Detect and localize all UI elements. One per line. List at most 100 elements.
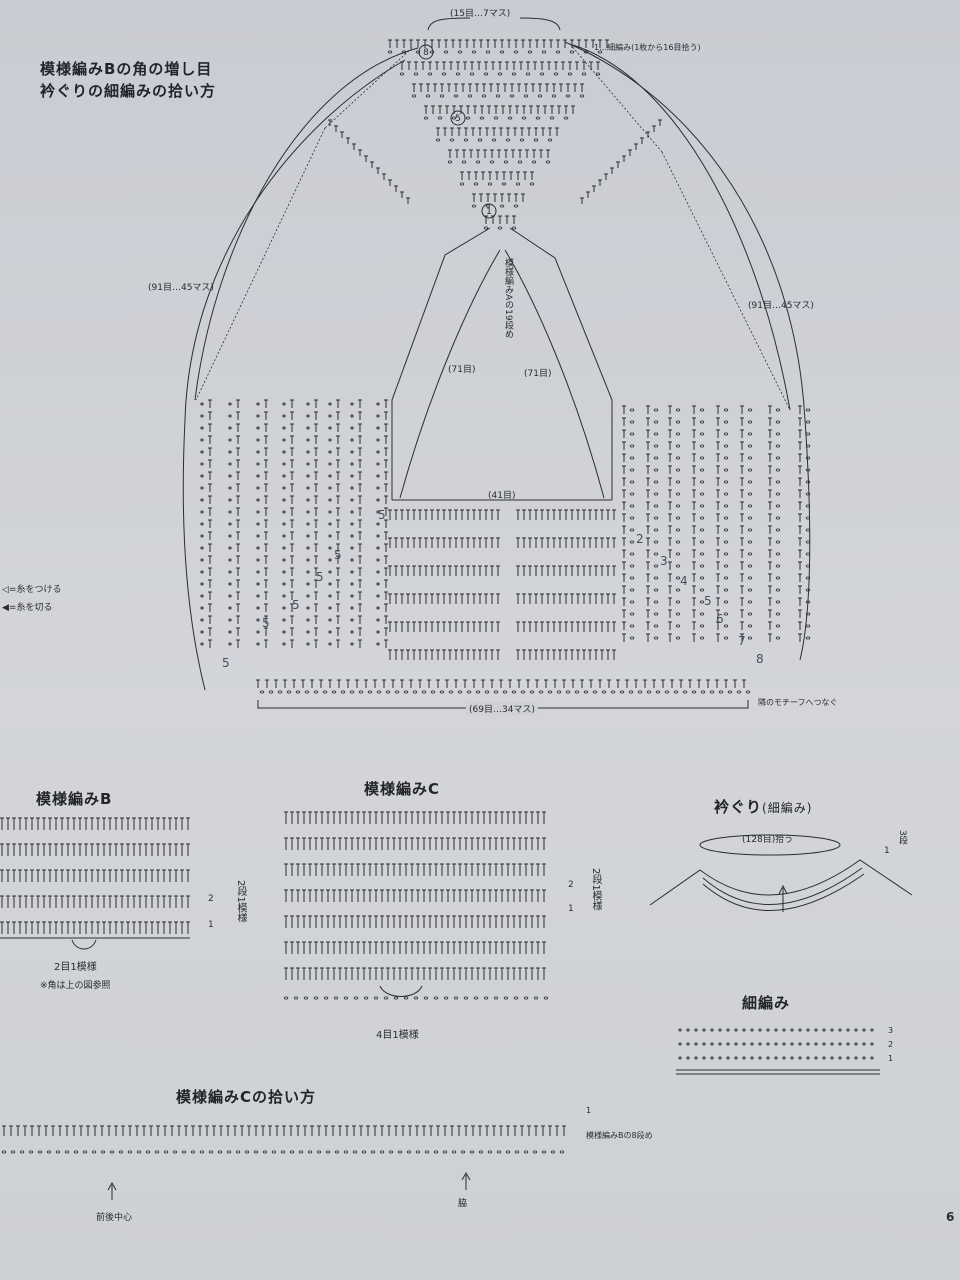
dc-stitch xyxy=(552,621,556,632)
dc-stitch xyxy=(48,895,52,908)
dc-stitch xyxy=(384,567,388,576)
dc-stitch xyxy=(570,509,574,520)
chain-stitch xyxy=(478,1150,484,1154)
dc-stitch xyxy=(515,105,519,114)
sc-stitch xyxy=(376,426,380,430)
dc-stitch xyxy=(524,837,528,850)
sc-stitch xyxy=(306,594,310,598)
chain-stitch xyxy=(463,996,469,1000)
dc-stitch xyxy=(692,453,696,462)
chain-stitch xyxy=(675,576,681,580)
dc-stitch xyxy=(186,817,190,830)
sc-stitch xyxy=(228,462,232,466)
dc-stitch xyxy=(542,941,546,954)
sc-stitch xyxy=(376,534,380,538)
sc-stitch xyxy=(328,630,332,634)
dc-stitch xyxy=(570,621,574,632)
dc-stitch xyxy=(208,459,212,468)
dc-stitch xyxy=(284,811,288,824)
chain-stitch xyxy=(543,996,549,1000)
chain-stitch xyxy=(653,420,659,424)
dc-stitch xyxy=(384,459,388,468)
sc-stitch xyxy=(376,606,380,610)
chain-stitch xyxy=(637,690,643,694)
dc-stitch xyxy=(482,837,486,850)
dc-stitch xyxy=(588,537,592,548)
chain-stitch xyxy=(505,1150,511,1154)
dc-stitch xyxy=(314,811,318,824)
sc-stitch xyxy=(694,1028,698,1032)
dc-stitch xyxy=(478,621,482,632)
dc-stitch xyxy=(598,179,602,186)
chain-stitch xyxy=(1,1150,7,1154)
chain-stitch xyxy=(675,600,681,604)
dc-stitch xyxy=(422,837,426,850)
dc-stitch xyxy=(798,477,802,486)
dc-stitch xyxy=(336,519,340,528)
dc-stitch xyxy=(314,519,318,528)
dc-stitch xyxy=(356,967,360,980)
dc-stitch xyxy=(296,863,300,876)
chain-stitch xyxy=(100,1150,106,1154)
dc-stitch xyxy=(506,811,510,824)
dc-stitch xyxy=(646,405,650,414)
dc-stitch xyxy=(484,537,488,548)
chain-stitch xyxy=(629,408,635,412)
chain-stitch xyxy=(581,72,587,76)
sc-stitch xyxy=(830,1028,834,1032)
dc-stitch xyxy=(392,811,396,824)
dc-stitch xyxy=(496,621,500,632)
dc-stitch xyxy=(564,105,568,114)
dc-stitch xyxy=(208,519,212,528)
chain-stitch xyxy=(379,1150,385,1154)
dc-stitch xyxy=(65,1125,69,1136)
dc-stitch xyxy=(564,593,568,604)
dc-stitch xyxy=(114,1125,118,1136)
pattern-b-row-2: 2 xyxy=(208,894,214,904)
dc-stitch xyxy=(582,593,586,604)
sc-stitch xyxy=(306,486,310,490)
chain-stitch xyxy=(805,492,811,496)
chain-stitch xyxy=(747,492,753,496)
dc-stitch xyxy=(384,555,388,564)
dc-stitch xyxy=(622,405,626,414)
chain-stitch xyxy=(399,72,405,76)
dc-stitch xyxy=(6,869,10,882)
chain-stitch xyxy=(451,1150,457,1154)
dc-stitch xyxy=(366,1125,370,1136)
dc-stitch xyxy=(336,471,340,480)
sc-stitch xyxy=(328,618,332,622)
sc-stitch xyxy=(282,582,286,586)
dc-stitch xyxy=(388,565,392,576)
sc-stitch xyxy=(256,582,260,586)
dc-stitch xyxy=(481,679,485,688)
dc-stitch xyxy=(527,1125,531,1136)
chain-stitch xyxy=(805,444,811,448)
dc-stitch xyxy=(121,1125,125,1136)
sc-stitch xyxy=(256,546,260,550)
dc-stitch xyxy=(208,411,212,420)
chain-stitch xyxy=(529,182,535,186)
dc-stitch xyxy=(444,39,448,48)
chain-stitch xyxy=(529,690,535,694)
dc-stitch xyxy=(658,119,662,126)
sc-stitch xyxy=(678,1056,682,1060)
dc-stitch xyxy=(540,537,544,548)
dc-stitch xyxy=(428,811,432,824)
row-circle-1 xyxy=(481,203,497,219)
dc-stitch xyxy=(442,61,446,70)
dc-stitch xyxy=(422,967,426,980)
dc-stitch xyxy=(54,817,58,830)
sc-stitch xyxy=(782,1042,786,1046)
dc-stitch xyxy=(421,61,425,70)
chain-stitch xyxy=(483,226,489,230)
dc-stitch xyxy=(254,1125,258,1136)
dc-stitch xyxy=(530,889,534,902)
dc-stitch xyxy=(533,61,537,70)
dc-stitch xyxy=(90,921,94,934)
sc-stitch xyxy=(830,1056,834,1060)
dc-stitch xyxy=(436,1125,440,1136)
chain-stitch xyxy=(699,540,705,544)
chain-stitch xyxy=(629,420,635,424)
dc-stitch xyxy=(132,869,136,882)
